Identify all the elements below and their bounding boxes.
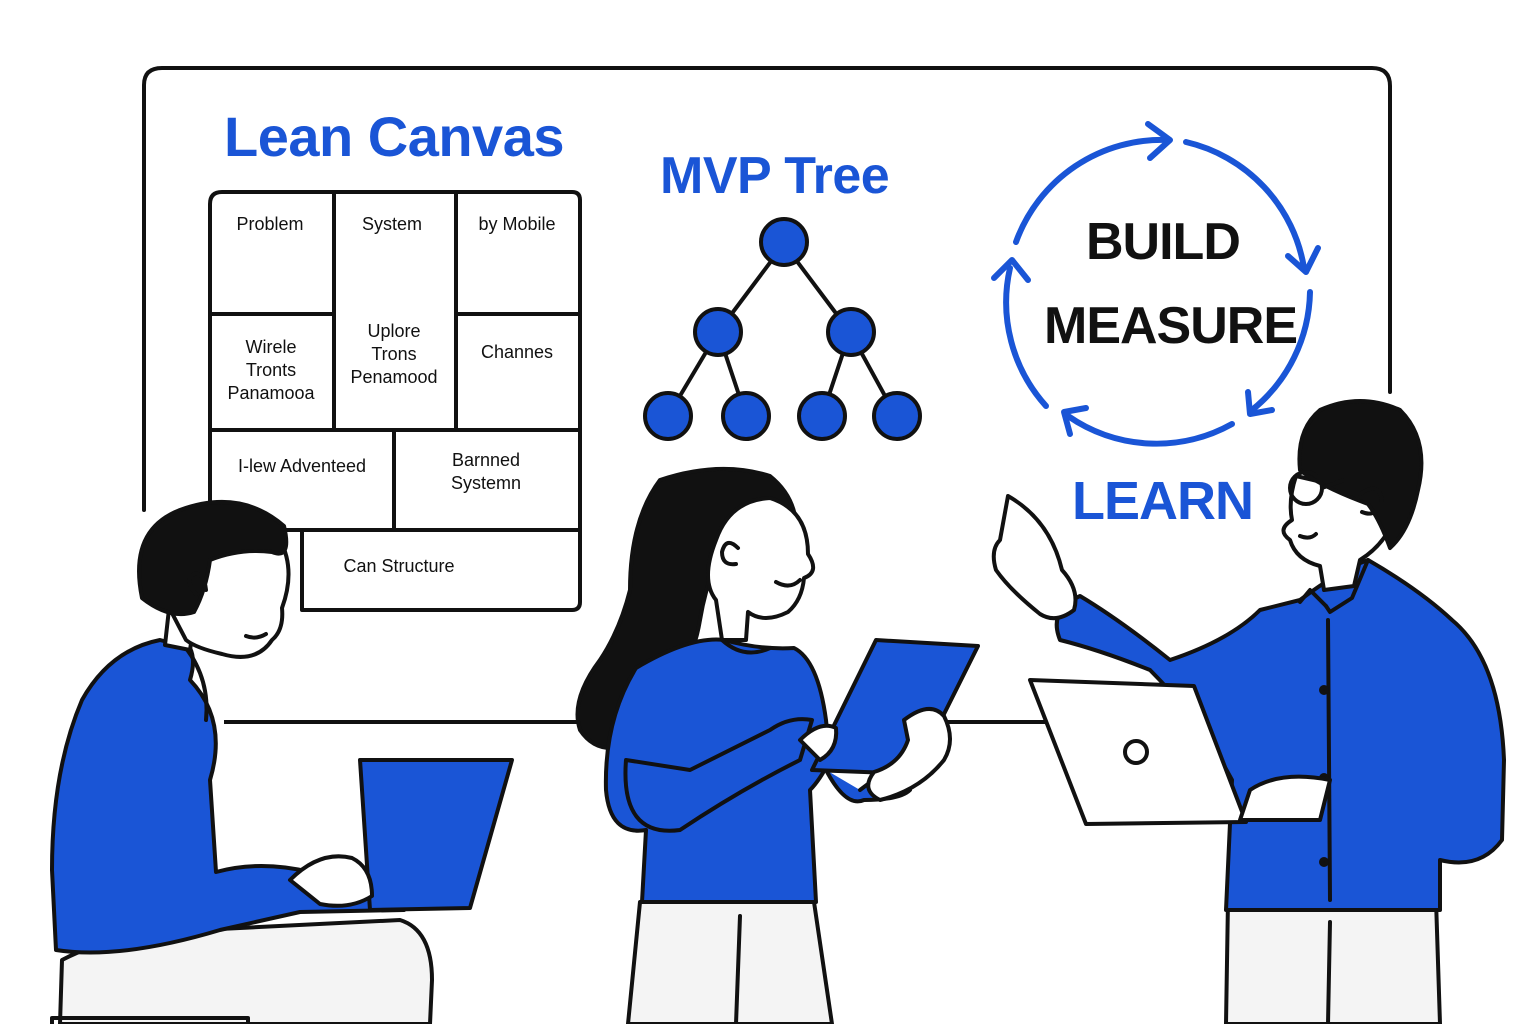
person-pointing	[991, 399, 1506, 1024]
person-with-tablet	[575, 466, 980, 1024]
tree-node-icon	[721, 391, 771, 441]
tree-node-icon	[759, 217, 809, 267]
laptop-icon	[1123, 739, 1149, 765]
tree-node-icon	[693, 307, 743, 357]
tree-node-icon	[797, 391, 847, 441]
build-label: BUILD	[1086, 213, 1241, 271]
canvas-cell-new-adventeed: I-lew Adventeed	[237, 456, 367, 476]
canvas-cell-can-structure: Can Structure	[343, 556, 455, 576]
canvas-cell-system: System	[361, 214, 422, 234]
canvas-cell-line: Systemn	[450, 473, 522, 493]
canvas-cell-line: Penamood	[350, 367, 438, 387]
canvas-cell-line: Trons	[371, 344, 417, 364]
mvp-tree-diagram	[643, 217, 922, 441]
learn-label: LEARN	[1072, 471, 1254, 531]
person-sitting	[50, 499, 514, 1024]
tree-node-icon	[643, 391, 693, 441]
mvp-tree-title: MVP Tree	[660, 147, 890, 205]
cycle-arrow-icon	[991, 121, 1321, 447]
canvas-cell-line: Panamooa	[227, 383, 315, 403]
canvas-cell-problem: Problem	[236, 214, 304, 234]
canvas-cell-by-mobile: by Mobile	[478, 214, 556, 234]
canvas-cell-uplore: Uplore Trons Penamood	[336, 320, 452, 389]
canvas-cell-line: Tronts	[245, 360, 297, 380]
lean-canvas-title: Lean Canvas	[224, 105, 565, 168]
measure-label: MEASURE	[1044, 297, 1298, 355]
whiteboard-frame	[142, 66, 1392, 512]
tree-node-icon	[872, 391, 922, 441]
canvas-cell-line: Wirele	[245, 337, 297, 357]
canvas-cell-channes: Channes	[480, 342, 554, 362]
canvas-cell-barnned: Barnned Systemn	[396, 449, 576, 495]
canvas-cell-line: Uplore	[367, 321, 421, 341]
canvas-cell-wirele: Wirele Tronts Panamooa	[212, 336, 330, 405]
tree-node-icon	[826, 307, 876, 357]
canvas-cell-line: Barnned	[451, 450, 521, 470]
